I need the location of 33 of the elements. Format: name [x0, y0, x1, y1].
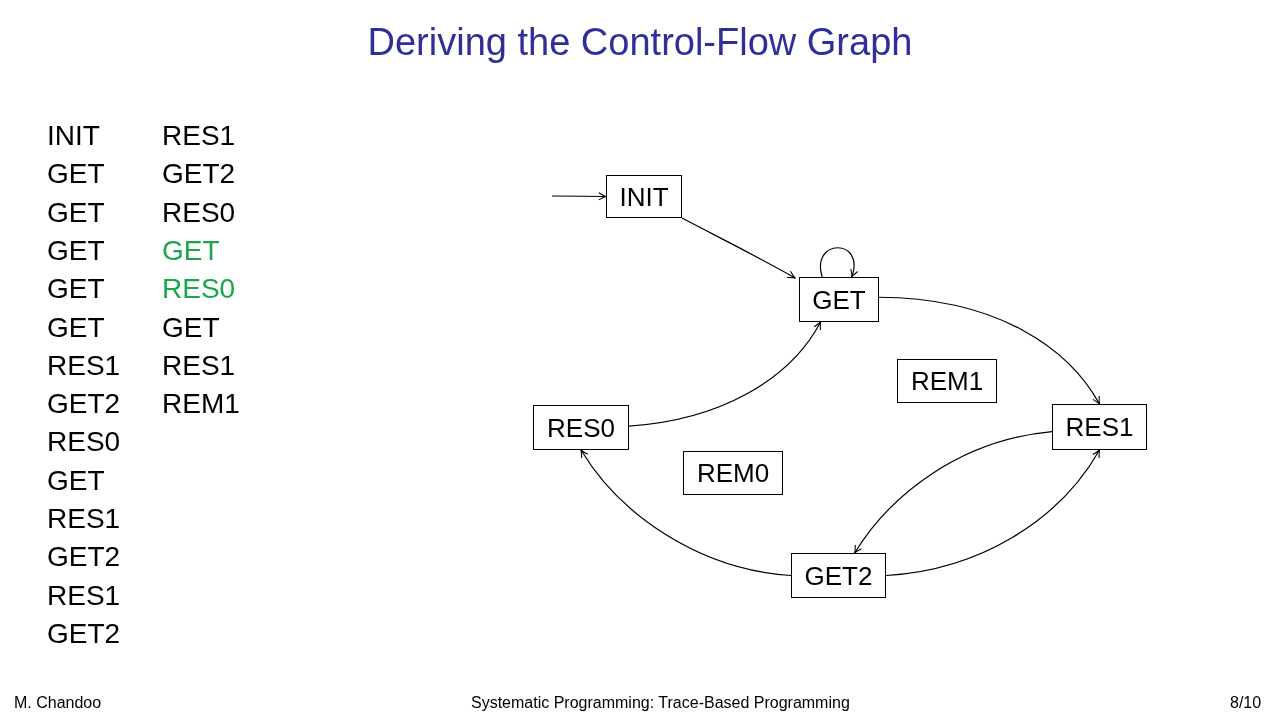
- state-box: REM0: [683, 451, 783, 495]
- trace-entry: GET: [47, 272, 105, 307]
- trace-entry: RES0: [162, 272, 236, 307]
- trace-entry: GET: [162, 310, 220, 345]
- trace-entry: RES0: [162, 195, 236, 230]
- trace-entry: GET: [47, 233, 105, 268]
- state-box: REM1: [897, 359, 997, 403]
- trace-entry: INIT: [47, 119, 100, 153]
- trace-entry: RES1: [47, 348, 121, 383]
- state-box: GET: [799, 277, 879, 322]
- trace-entry: GET: [162, 233, 220, 268]
- footer-title: Systematic Programming: Trace-Based Programming: [471, 693, 850, 713]
- trace-entry: GET2: [47, 540, 121, 575]
- state-box: RES1: [1052, 404, 1147, 450]
- slide-title: Deriving the Control-Flow Graph: [366, 20, 914, 65]
- trace-entry: RES1: [47, 578, 121, 613]
- trace-entry: GET: [47, 157, 105, 192]
- author-name: M. Chandoo: [14, 693, 102, 713]
- trace-entry: GET2: [162, 157, 236, 192]
- state-box: INIT: [606, 175, 682, 218]
- trace-entry: REM1: [162, 387, 240, 422]
- trace-entry: RES1: [162, 348, 236, 383]
- trace-entry: GET: [47, 463, 105, 498]
- state-box: GET2: [791, 553, 886, 598]
- state-box: RES0: [533, 405, 629, 450]
- trace-entry: RES1: [47, 502, 121, 536]
- trace-entry: GET: [47, 195, 105, 230]
- trace-entry: GET2: [47, 387, 121, 422]
- trace-entry: RES1: [162, 119, 236, 153]
- trace-entry: GET2: [47, 616, 121, 651]
- trace-entry: GET: [47, 310, 105, 345]
- page-number: 8/10: [1230, 693, 1262, 713]
- trace-entry: RES0: [47, 425, 121, 460]
